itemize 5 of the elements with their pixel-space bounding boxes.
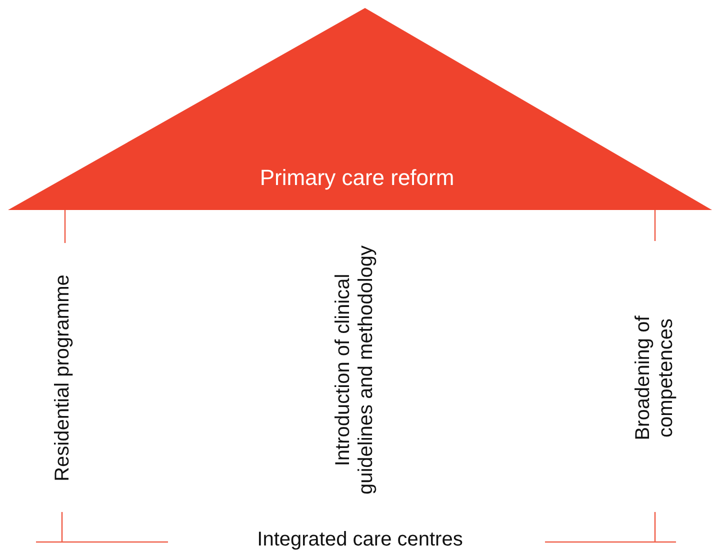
pillar-label: Broadening of competences	[632, 314, 678, 442]
roof-title: Primary care reform	[260, 165, 454, 191]
pillar-label: Introduction of clinical guidelines and methodology	[332, 244, 378, 497]
pillar-label: Residential programme	[52, 274, 74, 484]
foundation-label: Integrated care centres	[256, 528, 464, 552]
